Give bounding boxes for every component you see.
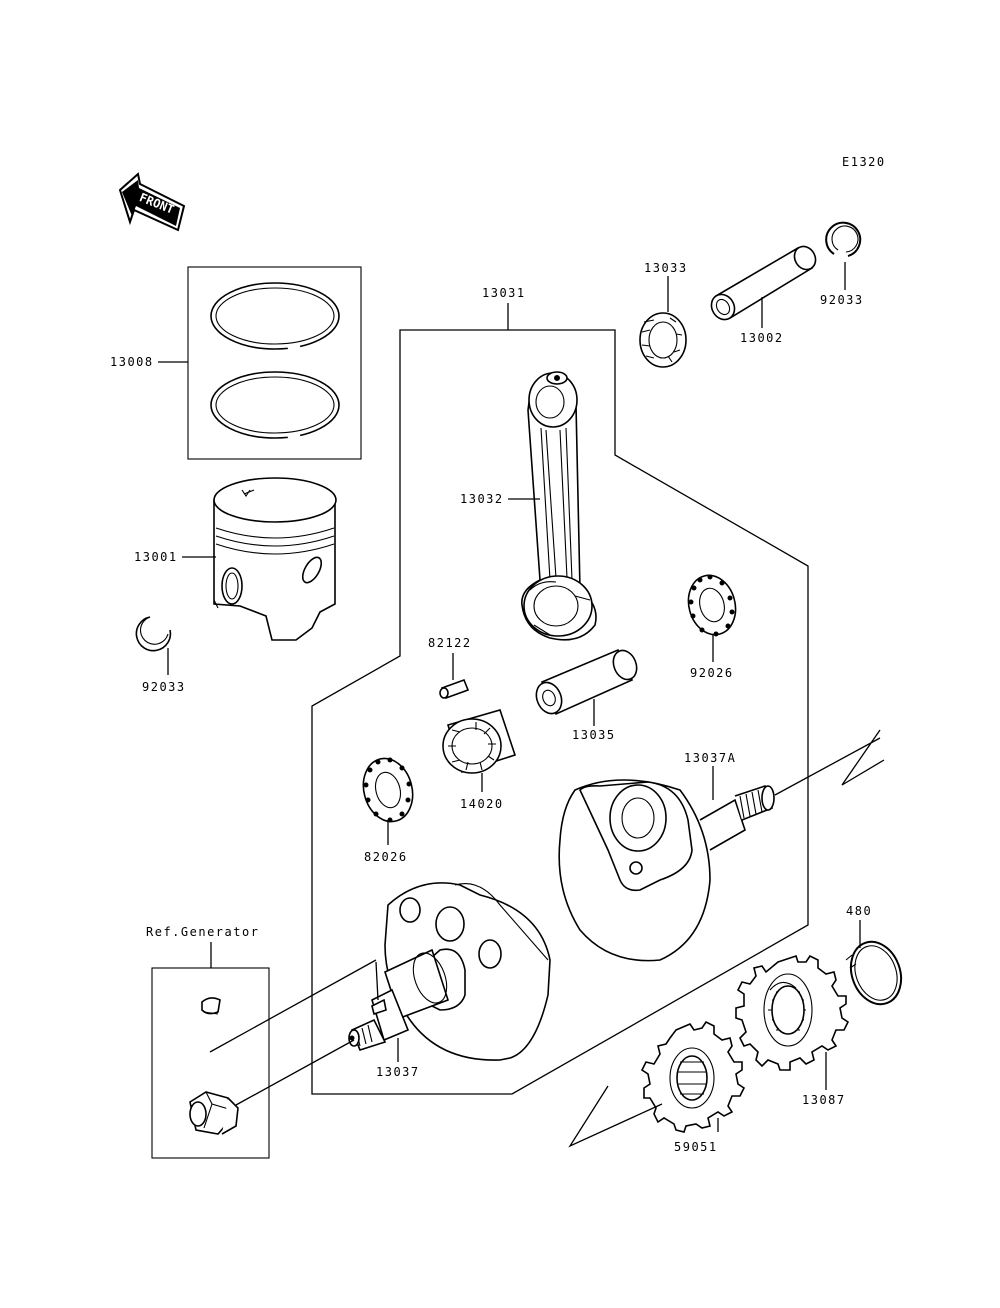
assembly-outline [311, 329, 809, 1095]
part-label-13033: 13033 [644, 261, 688, 275]
part-label-92033-left: 92033 [142, 680, 186, 694]
crank-half-13037 [348, 882, 551, 1061]
piston-rings-13008 [187, 266, 362, 460]
circlip-92033-left [135, 616, 172, 652]
circlip-480 [845, 940, 903, 1006]
crank-half-13037A [558, 729, 885, 962]
woodruff-key [201, 997, 221, 1015]
piston-pin-13002 [710, 245, 817, 321]
part-label-92026-right: 92026 [690, 666, 734, 680]
part-label-13002: 13002 [740, 331, 784, 345]
part-label-82122: 82122 [428, 636, 472, 650]
piston-13001 [213, 477, 337, 641]
front-arrow-icon: FRONT [118, 172, 186, 232]
part-label-480: 480 [846, 904, 872, 918]
thrust-washer-92026-right [687, 574, 737, 637]
diagram-code: E1320 [842, 155, 886, 169]
circlip-92033-right [825, 221, 862, 257]
part-label-13008: 13008 [110, 355, 154, 369]
part-label-13035: 13035 [572, 728, 616, 742]
gear-59051 [640, 1020, 746, 1133]
ref-generator-label: Ref.Generator [146, 925, 259, 939]
part-label-14020: 14020 [460, 797, 504, 811]
part-label-13037: 13037 [376, 1065, 420, 1079]
thrust-washer-82026-left [362, 757, 414, 823]
part-label-13001: 13001 [134, 550, 178, 564]
needle-bearing-14020 [442, 709, 517, 774]
part-label-59051: 59051 [674, 1140, 718, 1154]
ref-generator-box [151, 967, 270, 1159]
part-label-13031: 13031 [482, 286, 526, 300]
pin-82122 [439, 678, 470, 700]
part-label-13037A: 13037A [684, 751, 736, 765]
gear-13087 [735, 954, 850, 1071]
part-label-13032: 13032 [460, 492, 504, 506]
part-label-13087: 13087 [802, 1093, 846, 1107]
connecting-rod-13032 [521, 371, 597, 641]
part-label-92033-right: 92033 [820, 293, 864, 307]
needle-bearing-13033 [639, 312, 687, 368]
flange-nut [189, 1091, 239, 1135]
crank-pin-13035 [535, 648, 638, 716]
part-label-82026: 82026 [364, 850, 408, 864]
